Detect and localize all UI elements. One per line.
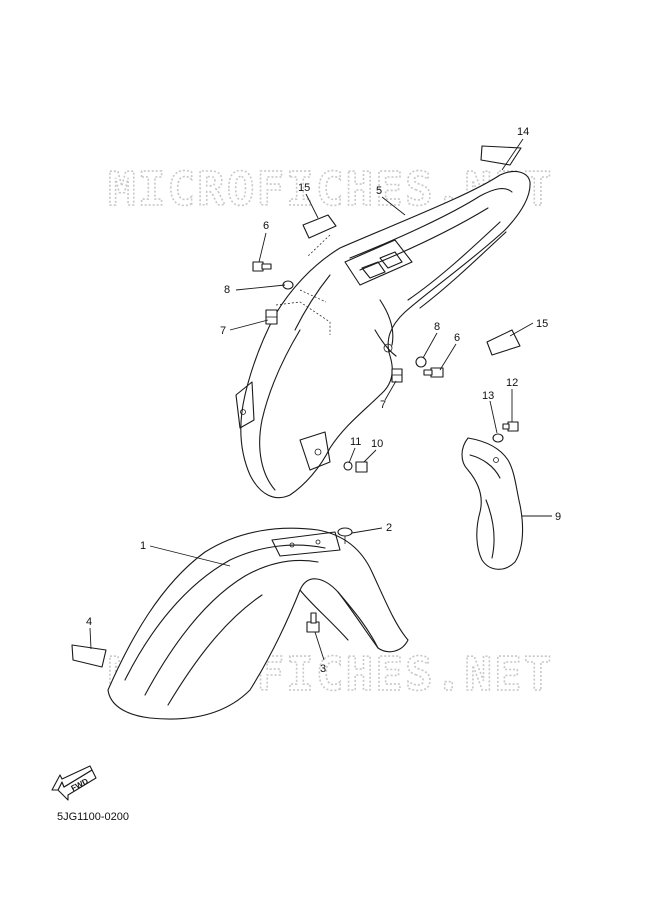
side-plate xyxy=(461,437,524,570)
callout-3: 3 xyxy=(320,663,326,675)
callout-10: 10 xyxy=(371,438,383,450)
nut-7-right xyxy=(391,368,403,383)
fwd-arrow-icon: FWD xyxy=(51,765,97,801)
bolt-6-right xyxy=(423,367,444,378)
washer-11 xyxy=(343,461,353,471)
callout-9: 9 xyxy=(555,511,561,523)
callout-6-left: 6 xyxy=(263,220,269,232)
label-4-part xyxy=(71,644,107,668)
bolt-10 xyxy=(355,461,368,473)
label-14-part xyxy=(480,145,522,166)
callout-15-upper: 15 xyxy=(298,182,310,194)
label-15-right-part xyxy=(486,329,521,356)
callout-13: 13 xyxy=(482,390,494,402)
callout-6-right: 6 xyxy=(454,332,460,344)
guide-7-left xyxy=(275,301,331,335)
guide-15-upper xyxy=(307,234,331,257)
callout-5: 5 xyxy=(376,185,382,197)
callout-1: 1 xyxy=(140,540,146,552)
label-15-upper-part xyxy=(302,214,337,239)
bolt-3 xyxy=(306,612,320,633)
callout-8-right: 8 xyxy=(434,321,440,333)
callout-11: 11 xyxy=(350,436,361,448)
callout-8-left: 8 xyxy=(224,284,230,296)
callout-14: 14 xyxy=(517,126,529,138)
diagram-code: 5JG1100-0200 xyxy=(57,811,129,823)
leader-lines xyxy=(89,138,552,661)
front-fender xyxy=(107,527,409,720)
collar-8-right xyxy=(415,356,427,368)
washer-13 xyxy=(492,433,504,443)
callout-12: 12 xyxy=(506,377,518,389)
callout-4: 4 xyxy=(86,616,92,628)
callout-2: 2 xyxy=(386,522,392,534)
callout-7-left: 7 xyxy=(220,325,226,337)
screw-12 xyxy=(502,421,519,432)
collar-2 xyxy=(337,527,353,544)
nut-7-left xyxy=(265,309,278,325)
rear-fender xyxy=(235,170,531,499)
bolt-6-left xyxy=(252,261,272,272)
guide-8-left xyxy=(299,289,327,303)
callout-7-right: 7 xyxy=(380,399,386,411)
callout-15-right: 15 xyxy=(536,318,548,330)
